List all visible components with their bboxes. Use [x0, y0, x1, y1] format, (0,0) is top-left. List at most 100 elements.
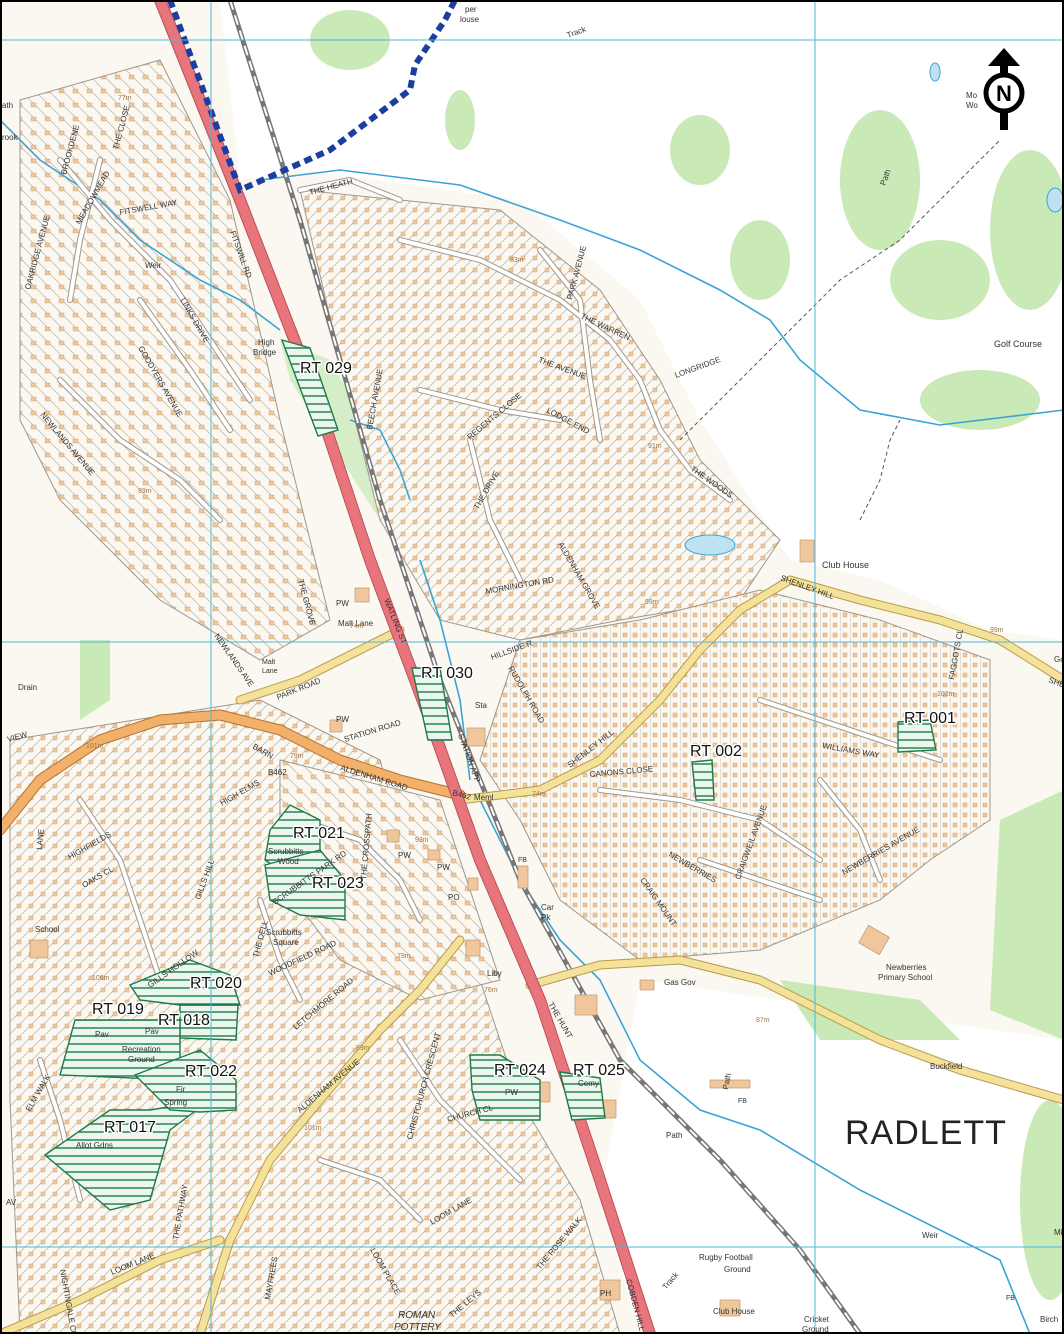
label-pav-2: Pav: [145, 1027, 159, 1036]
label-recreation-1: Recreation: [122, 1045, 161, 1054]
label-roman-2: POTTERY: [394, 1322, 442, 1333]
label-ph: PH: [600, 1289, 611, 1298]
label-rt-023[interactable]: RT 023: [311, 874, 366, 894]
label-drain: Drain: [18, 683, 37, 692]
label-cemy: Cemy: [578, 1079, 599, 1088]
site-rt-029-area[interactable]: [280, 338, 339, 437]
label-pav-1: Pav: [95, 1030, 109, 1039]
label-pw-3: PW: [398, 851, 411, 860]
label-weir-2: Weir: [922, 1231, 939, 1240]
label-cricket-1: Cricket: [804, 1315, 830, 1324]
label-birch: Birch: [1040, 1315, 1058, 1324]
label-mi: Mi: [1054, 1228, 1063, 1237]
label-rt-029[interactable]: RT 029: [299, 359, 354, 379]
label-malt-lane: Malt Lane: [338, 619, 374, 628]
label-rt-018[interactable]: RT 018: [157, 1011, 212, 1031]
label-av: AV: [6, 1198, 17, 1207]
label-high: High: [258, 338, 274, 347]
label-pw-5: PW: [505, 1088, 518, 1097]
pond: [684, 534, 736, 556]
local-streets-fill: [38, 158, 942, 1222]
label-rugby-2: Ground: [724, 1265, 751, 1274]
label-rt-019[interactable]: RT 019: [91, 1000, 146, 1020]
height-89: 89m: [138, 488, 152, 495]
label-rt-001[interactable]: RT 001: [903, 709, 958, 729]
golf-course-area: [700, 0, 1064, 640]
b462-road: [0, 709, 466, 836]
label-buckfield: Buckfield: [930, 1062, 962, 1071]
label-rt-021[interactable]: RT 021: [292, 824, 347, 844]
height-106: 106m: [92, 975, 110, 982]
label-b462-1: B462: [268, 768, 287, 777]
label-path-2: Path: [721, 1073, 733, 1091]
label-lane: LANE: [35, 829, 46, 851]
label-house-2: louse: [460, 15, 480, 24]
height-74b: 74m: [532, 791, 546, 798]
label-po: PO: [448, 893, 460, 902]
label-scrubbitts-sq-1: Scrubbitts: [266, 928, 302, 937]
height-74: 74m: [350, 623, 364, 630]
label-school: School: [35, 925, 60, 934]
label-rt-030[interactable]: RT 030: [420, 664, 475, 684]
north-arrow-icon: N: [983, 48, 1025, 130]
label-gas-gov: Gas Gov: [664, 978, 696, 987]
site-rt-002-area[interactable]: [691, 759, 715, 801]
label-rt-017[interactable]: RT 017: [103, 1118, 158, 1138]
label-fb-3: FB: [1006, 1295, 1015, 1302]
label-fb-1: FB: [518, 857, 527, 864]
label-fir: Fir: [176, 1085, 186, 1094]
label-rt-024[interactable]: RT 024: [493, 1061, 548, 1081]
site-rt-024-area[interactable]: [469, 1054, 541, 1121]
height-83: 83m: [510, 257, 524, 264]
label-scrubbitts-wood-1: Scrubbitts: [268, 847, 304, 856]
label-mo-2: Wo: [966, 101, 978, 110]
fields-north: [220, 0, 800, 420]
label-car: Car: [541, 903, 554, 912]
site-rt-020-area[interactable]: [128, 959, 241, 1006]
label-pw-2: PW: [336, 715, 349, 724]
site-rt-023-area[interactable]: [264, 849, 346, 921]
height-87: 87m: [756, 1017, 770, 1024]
site-rt-030-area[interactable]: [411, 667, 453, 741]
label-pw-1: PW: [336, 599, 349, 608]
label-path-3: Path: [666, 1131, 682, 1140]
height-99: 99m: [645, 599, 659, 606]
height-99b: 99m: [990, 627, 1004, 634]
height-101: 101m: [86, 743, 104, 750]
boundary-line: [167, 0, 458, 195]
site-rt-017-area[interactable]: [43, 1099, 211, 1211]
height-101b: 101m: [304, 1125, 322, 1132]
label-rugby-1: Rugby Football: [699, 1253, 753, 1262]
label-cricket-2: Ground: [802, 1325, 829, 1334]
height-93: 93m: [415, 837, 429, 844]
label-spring: Spring: [164, 1098, 187, 1107]
buildings: [29, 539, 890, 1317]
label-lane-3: Lane: [262, 668, 278, 675]
label-rt-002[interactable]: RT 002: [689, 742, 744, 762]
site-rt-025-area[interactable]: [559, 1071, 606, 1121]
site-rt-001-area[interactable]: [897, 719, 937, 753]
label-recreation-2: Ground: [128, 1055, 155, 1064]
label-ath: ath: [2, 101, 13, 110]
height-79b: 79m: [397, 953, 411, 960]
pond-north: [929, 62, 941, 82]
label-pk: Pk: [541, 913, 551, 922]
label-pw-4: PW: [437, 863, 450, 872]
label-rt-022[interactable]: RT 022: [184, 1062, 239, 1082]
town-label-radlett: RADLETT: [845, 1114, 1007, 1152]
label-newberries-2: Primary School: [878, 973, 932, 982]
north-letter: N: [996, 81, 1012, 106]
label-rt-020[interactable]: RT 020: [189, 974, 244, 994]
label-golf-course: Golf Course: [994, 339, 1042, 349]
label-rt-025[interactable]: RT 025: [572, 1061, 627, 1081]
label-mo-1: Mo: [966, 91, 978, 100]
label-house-1: per: [465, 5, 477, 14]
label-rook: rook: [2, 133, 19, 142]
height-102: 102m: [937, 691, 955, 698]
height-76: 76m: [484, 987, 498, 994]
minor-roads: [0, 575, 1064, 1334]
label-sta: Sta: [475, 701, 488, 710]
label-allot: Allot Gdns: [76, 1141, 113, 1150]
